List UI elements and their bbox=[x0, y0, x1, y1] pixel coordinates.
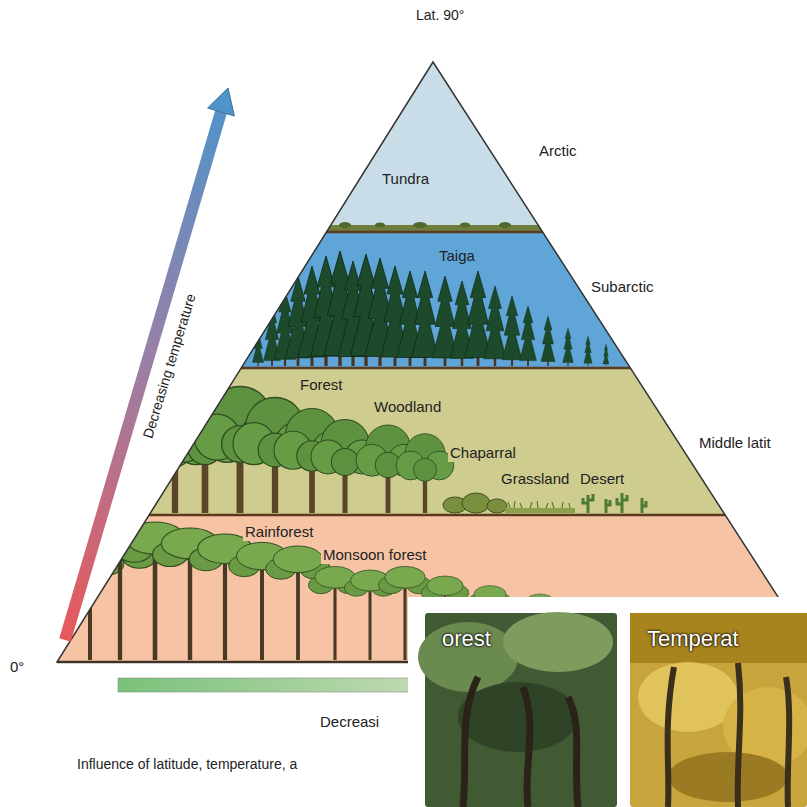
illustration-part bbox=[541, 316, 555, 366]
illustration-part bbox=[563, 328, 574, 366]
zone-label: orest bbox=[440, 625, 493, 653]
zone-label: Arctic bbox=[537, 141, 579, 160]
illustration-part bbox=[339, 222, 351, 228]
biome-label: Taiga bbox=[437, 247, 477, 265]
illustration-part bbox=[252, 326, 263, 366]
triangle-outline bbox=[57, 62, 807, 662]
illustration-part bbox=[413, 222, 427, 228]
illustration-part bbox=[458, 682, 578, 752]
biome-label: Forest bbox=[298, 376, 345, 394]
zone-label: 0° bbox=[8, 657, 26, 676]
illustration-part bbox=[460, 223, 470, 228]
illustration-part bbox=[630, 613, 807, 663]
band-fill bbox=[149, 368, 725, 515]
zone-label: Lat. 90° bbox=[414, 6, 466, 24]
band-fill bbox=[241, 232, 630, 368]
biome-label: Woodland bbox=[372, 398, 443, 416]
illustration-part bbox=[418, 622, 518, 692]
illustration-part bbox=[208, 88, 235, 116]
illustration-part bbox=[462, 493, 490, 513]
illustration-part bbox=[503, 612, 613, 672]
illustration-part bbox=[425, 613, 617, 807]
illustration-part bbox=[668, 752, 788, 802]
illustration-part bbox=[149, 514, 725, 517]
biome-label: Tundra bbox=[380, 170, 431, 188]
illustration-part bbox=[583, 493, 646, 513]
zone-label: Temperat bbox=[645, 625, 741, 653]
illustration-part bbox=[508, 501, 570, 508]
illustration-part bbox=[375, 223, 385, 228]
photo-panel: orest Temperat bbox=[408, 597, 807, 807]
biome-label: Desert bbox=[578, 470, 626, 488]
illustration-part bbox=[603, 344, 609, 366]
illustration-part bbox=[65, 112, 221, 640]
illustration-part bbox=[505, 508, 575, 513]
illustration-part bbox=[320, 225, 550, 232]
temperature-arrow bbox=[65, 88, 234, 640]
biome-band: Tundra bbox=[326, 62, 543, 232]
illustration-part bbox=[241, 367, 630, 370]
zone-label: Decreasi bbox=[318, 712, 381, 731]
illustration-part bbox=[520, 306, 537, 366]
biome-label: Grassland bbox=[499, 470, 571, 488]
illustration-part bbox=[487, 499, 507, 513]
illustration-part bbox=[584, 336, 592, 366]
figure-caption: Influence of latitude, temperature, a bbox=[75, 755, 299, 773]
band-fill bbox=[326, 62, 543, 232]
illustration-part bbox=[502, 296, 522, 366]
zone-label: Subarctic bbox=[589, 277, 656, 296]
illustration-part bbox=[326, 231, 543, 234]
biome-label: Chaparral bbox=[448, 444, 518, 462]
illustration-part bbox=[484, 286, 506, 366]
illustration-part bbox=[668, 663, 790, 807]
band-shape bbox=[326, 62, 543, 232]
illustration-part bbox=[266, 546, 331, 660]
zone-label: Middle latit bbox=[697, 433, 773, 452]
illustration-part bbox=[638, 662, 738, 732]
illustration-part bbox=[463, 677, 578, 807]
illustration-part bbox=[499, 222, 511, 228]
biome-label: Rainforest bbox=[243, 523, 315, 541]
biome-label: Monsoon forest bbox=[321, 546, 428, 564]
